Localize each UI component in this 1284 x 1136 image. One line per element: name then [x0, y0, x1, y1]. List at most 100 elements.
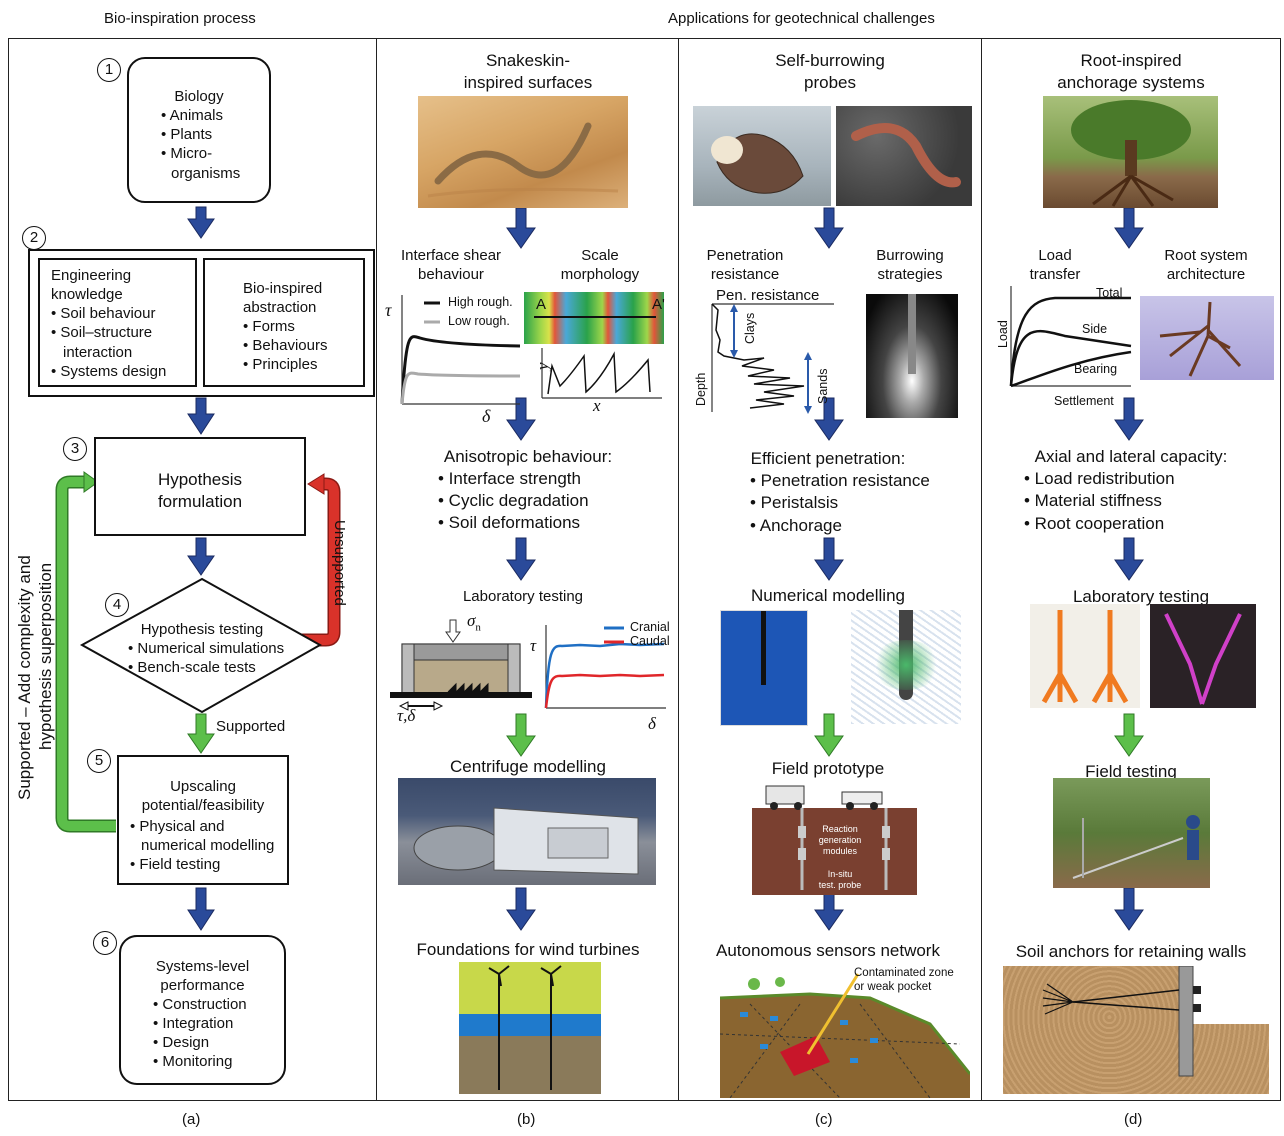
root-model-icon [1041, 610, 1129, 704]
burrowing-title-2: probes [804, 73, 856, 92]
high-roughness-curve [400, 335, 521, 405]
worm-icon [851, 123, 961, 188]
soil-anchor-image [1003, 966, 1269, 1094]
axial-capacity-title: Axial and lateral capacity: [1034, 447, 1228, 466]
efficient-item-2: • Peristalsis [750, 493, 839, 512]
tau-label: τ [385, 300, 392, 320]
tau-delta-label: τ,δ [397, 706, 416, 725]
efficient-penetration-title: Efficient penetration: [750, 449, 906, 468]
abs-line-3: • Forms [243, 318, 295, 335]
field-prototype-title: Field prototype [771, 759, 885, 778]
anisotropic-item-2: • Cyclic degradation [438, 491, 589, 510]
numerical-model-particles-image [851, 610, 961, 724]
axial-item-1: • Load redistribution [1024, 469, 1175, 488]
testing-title: Hypothesis testing [140, 621, 264, 638]
bearing-curve [1010, 350, 1132, 388]
efficient-item-3: • Anchorage [750, 516, 842, 535]
snake-icon [427, 122, 619, 198]
roots-col1-1: Load [1038, 247, 1072, 264]
upscaling-line-1: Upscaling [170, 778, 236, 795]
probe-label-2: test. probe [818, 880, 862, 890]
root-system-icon [1159, 301, 1242, 377]
wind-turbine-icon [488, 965, 562, 1090]
snake-on-sand-photo [418, 96, 628, 208]
contaminated-label-1: Contaminated zone [854, 967, 954, 979]
panel-label-d: (d) [1124, 1111, 1143, 1128]
eng-line-4: • Soil–structure [51, 324, 153, 341]
roots-col2-2: architecture [1166, 266, 1246, 283]
pen-res-label: Pen. resistance [716, 287, 820, 304]
biology-animals: • Animals [161, 107, 223, 124]
burrowing-strategy-image [866, 294, 958, 418]
snakeskin-col2-1: Scale [581, 247, 619, 264]
side-label: Side [1082, 322, 1108, 336]
burrowing-col1-2: resistance [710, 266, 780, 283]
cranial-legend: Cranial [630, 620, 670, 634]
upscaling-box [117, 755, 289, 885]
upscaling-line-2: potential/feasibility [141, 797, 265, 814]
abs-line-1: Bio-inspired [243, 280, 323, 297]
sensor-network-icon [720, 973, 970, 1098]
razor-clam-photo [693, 106, 831, 206]
systems-line-2: performance [160, 977, 245, 994]
green-arrow-icon [506, 713, 1144, 757]
depth-axis-label: Depth [694, 372, 708, 406]
section-a2-label: A' [652, 296, 665, 313]
upscaling-line-3: • Physical and [130, 818, 225, 835]
roots-title-1: Root-inspired [1080, 51, 1182, 70]
step-number-2: 2 [22, 226, 46, 250]
snakeskin-title-1: Snakeskin- [485, 51, 571, 70]
module-label-3: modules [822, 846, 858, 856]
biology-organisms: organisms [171, 165, 241, 182]
sands-label: Sands [816, 368, 830, 404]
roots-col1-2: transfer [1029, 266, 1081, 283]
load-transfer-chart [1009, 286, 1132, 388]
caudal-curve [544, 673, 665, 709]
centrifuge-icon [413, 807, 639, 875]
panel-label-b: (b) [517, 1111, 536, 1128]
systems-line-4: • Integration [153, 1015, 234, 1032]
systems-line-6: • Monitoring [153, 1053, 233, 1070]
red-loop-icon [286, 479, 339, 645]
numerical-modelling-title: Numerical modelling [750, 586, 905, 605]
anisotropic-title: Anisotropic behaviour: [443, 447, 613, 466]
roots-title-2: anchorage systems [1057, 73, 1205, 92]
blue-arrow-icon [506, 207, 1144, 931]
bearing-label: Bearing [1074, 362, 1118, 376]
total-curve [1009, 296, 1131, 387]
hypothesis-formulation-box [94, 437, 306, 536]
scale-morphology-image [524, 292, 664, 344]
panel-label-c: (c) [815, 1111, 833, 1128]
shear-box-diagram [390, 619, 532, 711]
anisotropic-item-3: • Soil deformations [438, 513, 581, 532]
field-prototype-image [752, 780, 917, 895]
snakeskin-col1-1: Interface shear [400, 247, 502, 264]
axial-item-3: • Root cooperation [1024, 514, 1165, 533]
abs-line-5: • Principles [243, 356, 318, 373]
legend-high: High rough. [448, 295, 513, 309]
clays-label: Clays [743, 312, 757, 344]
axial-item-2: • Material stiffness [1024, 491, 1162, 510]
cranial-curve [544, 642, 665, 709]
sensor-network-image [720, 964, 970, 1098]
burrowing-col2-1: Burrowing [876, 247, 944, 264]
systems-line-5: • Design [153, 1034, 210, 1051]
burrowing-col1-1: Penetration [706, 247, 784, 264]
process-arrows [55, 206, 341, 931]
cranial-caudal-chart [544, 625, 666, 709]
penetration-resistance-chart [711, 303, 834, 414]
biology-micro: • Micro- [161, 145, 213, 162]
numerical-model-blue-image [720, 610, 808, 726]
engineering-knowledge-box [38, 258, 197, 387]
sigma-label: σn [467, 611, 481, 634]
wind-turbine-foundation-image [459, 962, 601, 1094]
hypothesis-line-1: Hypothesis [157, 470, 243, 489]
anchor-wall-icon [1042, 966, 1201, 1077]
header-applications: Applications for geotechnical challenges [668, 10, 935, 27]
step-number-1: 1 [97, 58, 121, 82]
systems-level-box [119, 935, 286, 1085]
biology-title: Biology [174, 88, 224, 105]
module-label-1: Reaction [822, 824, 858, 834]
snakeskin-title-2: inspired surfaces [463, 73, 593, 92]
anisotropic-item-1: • Interface strength [438, 469, 581, 488]
